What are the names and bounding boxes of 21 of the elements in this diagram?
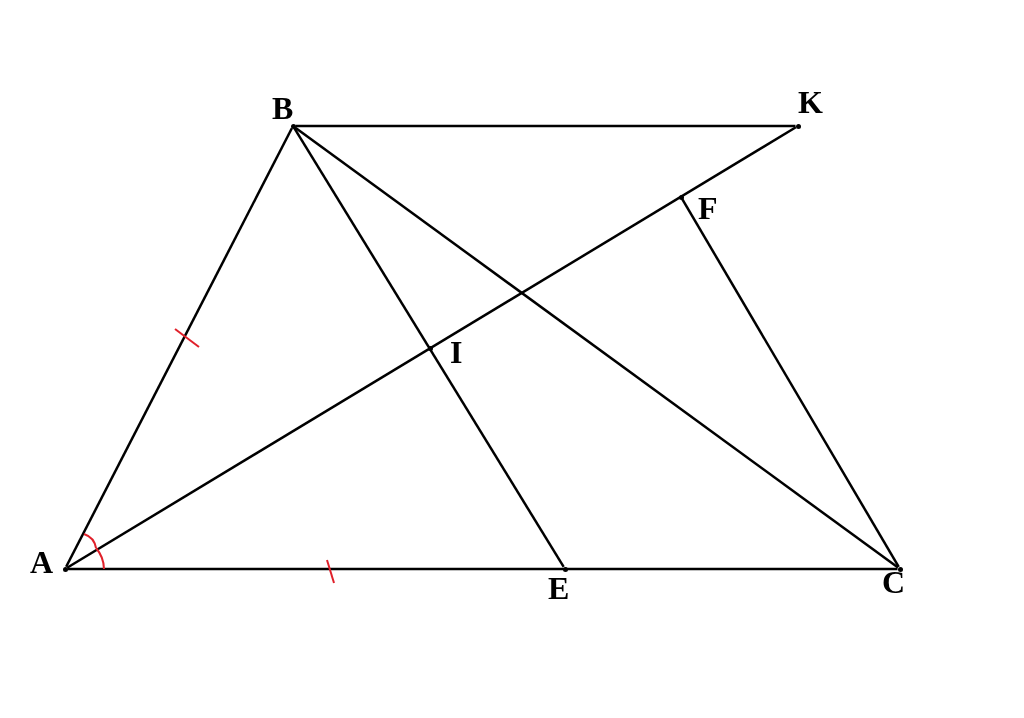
vertex-point	[290, 123, 296, 129]
point-label: K	[798, 86, 823, 118]
line-segment	[67, 567, 898, 571]
vertex-point	[62, 566, 68, 572]
line-segment	[294, 126, 899, 569]
point-label: B	[272, 92, 294, 124]
point-label: F	[698, 192, 718, 224]
vertex-point	[795, 123, 801, 129]
line-segment	[681, 198, 900, 568]
vertex-point	[678, 194, 684, 200]
line-segment	[293, 127, 565, 568]
point-label: E	[548, 572, 570, 604]
vertex-point	[897, 566, 903, 572]
line-segment	[65, 127, 293, 568]
line-segment	[66, 126, 797, 569]
vertex-point	[427, 345, 433, 351]
vertex-point	[562, 566, 568, 572]
point-label: A	[30, 546, 54, 578]
point-label: C	[882, 566, 906, 598]
point-label: I	[450, 336, 463, 368]
line-segment	[295, 124, 796, 128]
